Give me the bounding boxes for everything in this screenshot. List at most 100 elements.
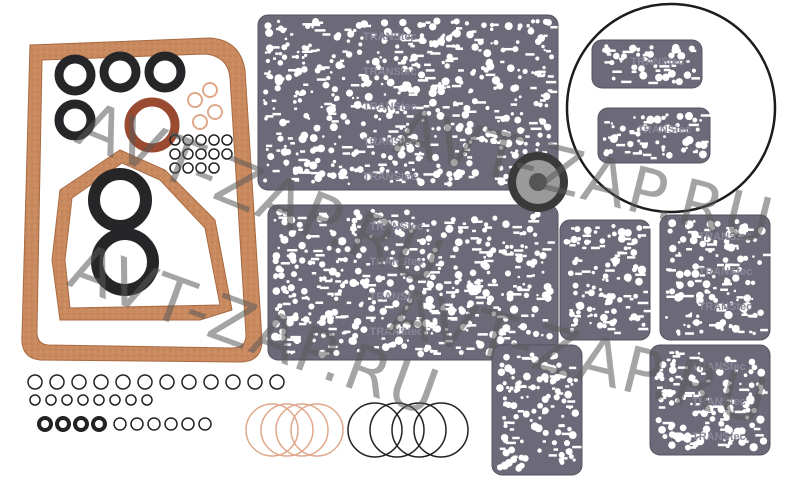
- gasket-hole: [319, 261, 326, 268]
- gasket-slot: [298, 158, 308, 162]
- gasket-slot: [686, 247, 692, 251]
- gasket-hole: [639, 71, 648, 80]
- gasket-hole: [692, 219, 696, 223]
- gasket-hole: [273, 218, 277, 222]
- gasket-hole: [431, 220, 437, 226]
- gasket-slot: [675, 254, 682, 257]
- gasket-slot: [712, 405, 724, 408]
- gasket-hole: [624, 228, 632, 237]
- gasket-hole: [586, 306, 593, 312]
- gasket-hole: [751, 364, 758, 371]
- gasket-hole: [569, 327, 575, 333]
- gasket-hole: [418, 71, 426, 79]
- gasket-hole: [515, 465, 523, 472]
- gasket-hole: [625, 276, 632, 282]
- gasket-slot: [276, 132, 282, 135]
- o-ring: [225, 374, 241, 390]
- gasket-hole: [483, 222, 489, 227]
- gasket-slot: [695, 410, 700, 414]
- gasket-hole: [446, 170, 453, 178]
- gasket-hole: [425, 295, 434, 305]
- gasket-hole: [427, 280, 430, 283]
- gasket-slot: [484, 226, 493, 229]
- gasket-hole: [723, 243, 730, 249]
- gasket-hole: [338, 135, 342, 139]
- gasket-hole: [470, 216, 479, 224]
- gasket-hole: [504, 22, 513, 31]
- gasket-hole: [636, 52, 641, 57]
- gasket-slot: [678, 129, 688, 132]
- gasket-hole: [277, 272, 285, 280]
- brand-logo: TRANStec: [692, 431, 746, 443]
- shaft-seal: [144, 51, 186, 93]
- brand-logo: TRANStec: [363, 66, 417, 78]
- gasket-slot: [700, 114, 711, 117]
- gasket-slot: [456, 27, 463, 30]
- gasket-hole: [420, 262, 426, 268]
- copper-washer: [192, 114, 208, 130]
- gasket-slot: [672, 126, 679, 130]
- gasket-hole: [722, 257, 729, 263]
- gasket-hole: [328, 147, 335, 154]
- gasket-slot: [762, 253, 772, 257]
- gasket-hole: [350, 338, 358, 345]
- gasket-hole: [377, 212, 384, 219]
- gasket-slot: [446, 291, 456, 294]
- gasket-slot: [316, 78, 327, 81]
- gasket-hole: [745, 238, 751, 243]
- gasket-hole: [561, 414, 565, 418]
- gasket-slot: [720, 418, 728, 421]
- gasket-slot: [604, 310, 610, 314]
- gasket-slot: [431, 349, 438, 353]
- gasket-hole: [302, 61, 306, 65]
- gasket-hole: [277, 25, 284, 32]
- gasket-slot: [412, 39, 421, 42]
- gasket-hole: [733, 289, 737, 293]
- gasket-hole: [736, 298, 739, 302]
- gasket-slot: [567, 400, 576, 403]
- gasket-hole: [383, 75, 389, 81]
- gasket-hole: [430, 178, 436, 184]
- gasket-slot: [271, 46, 280, 49]
- gasket-hole: [540, 261, 544, 264]
- gasket-hole: [380, 19, 389, 27]
- gasket-hole: [723, 238, 730, 245]
- o-ring: [181, 374, 197, 390]
- gasket-slot: [361, 105, 367, 109]
- gasket-slot: [327, 292, 334, 296]
- gasket-hole: [567, 426, 572, 432]
- copper-washer: [207, 104, 223, 120]
- gasket-slot: [506, 368, 515, 371]
- gasket-hole: [331, 294, 334, 297]
- gasket-hole: [628, 316, 634, 321]
- gasket-hole: [316, 145, 324, 152]
- gasket-hole: [637, 265, 647, 275]
- gasket-hole: [341, 76, 346, 81]
- gasket-hole: [452, 29, 461, 38]
- gasket-slot: [688, 123, 699, 127]
- gasket-hole: [430, 274, 436, 281]
- gasket-hole: [450, 293, 456, 299]
- gasket-hole: [727, 440, 733, 446]
- gasket-hole: [423, 270, 431, 278]
- gasket-hole: [477, 39, 484, 46]
- o-ring: [208, 134, 220, 146]
- gasket-hole: [304, 295, 309, 299]
- gasket-hole: [335, 260, 340, 264]
- gasket-hole: [349, 166, 355, 172]
- gasket-hole: [381, 316, 384, 320]
- gasket-hole: [646, 57, 649, 61]
- gasket-slot: [319, 66, 330, 69]
- gasket-slot: [542, 319, 549, 322]
- gasket-hole: [360, 121, 366, 127]
- gasket-slot: [384, 305, 394, 309]
- gasket-slot: [451, 84, 462, 88]
- gasket-slot: [547, 241, 555, 244]
- gasket-hole: [386, 220, 392, 225]
- gasket-hole: [658, 126, 665, 132]
- gasket-slot: [629, 297, 634, 301]
- gasket-slot: [341, 145, 353, 149]
- gasket-slot: [548, 142, 557, 146]
- gasket-hole: [492, 139, 498, 145]
- gasket-slot: [496, 141, 508, 145]
